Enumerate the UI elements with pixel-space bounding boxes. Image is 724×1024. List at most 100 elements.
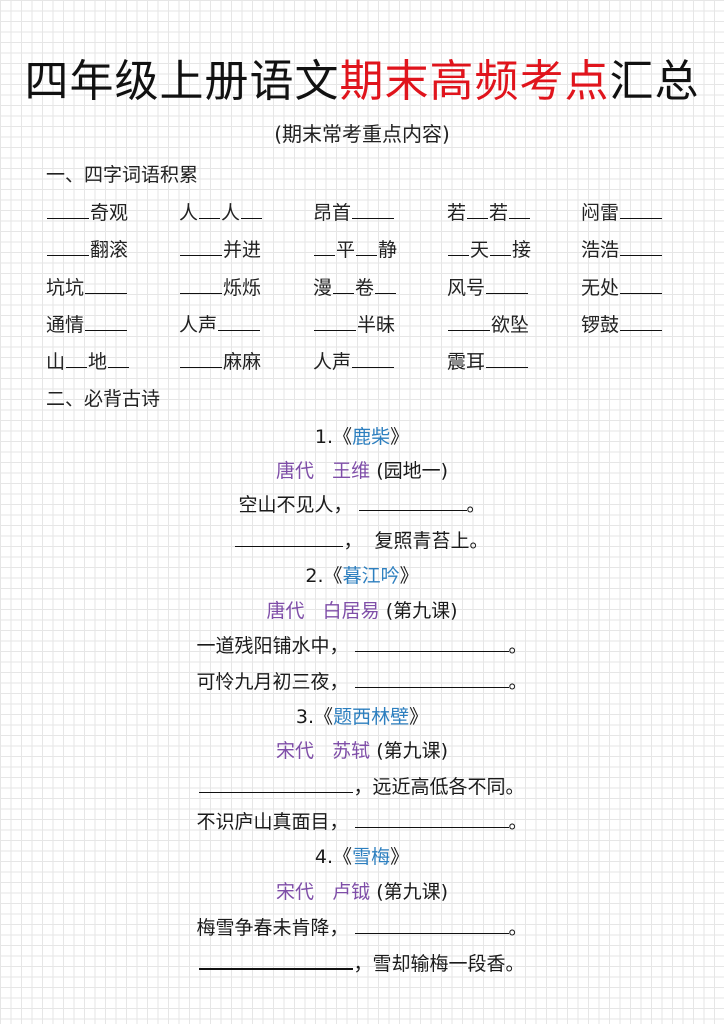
section-heading-poems: 二、必背古诗 <box>46 388 161 410</box>
open-quote: 《 <box>333 426 353 448</box>
title-part-2: 汇总 <box>609 56 700 107</box>
vocab-item[interactable]: 人人 <box>179 200 263 226</box>
poem-fill-blank[interactable] <box>354 915 509 934</box>
poem-number: 1. <box>314 426 334 448</box>
poem-line: ，远近高低各不同。 <box>0 773 724 801</box>
close-quote: 》 <box>390 426 410 448</box>
fill-blank[interactable] <box>620 312 663 331</box>
open-quote: 《 <box>323 565 343 587</box>
vocab-item[interactable]: 风号 <box>447 275 529 301</box>
fill-blank[interactable] <box>352 200 395 219</box>
poem-attribution: 宋代 卢钺 (第九课) <box>0 878 724 906</box>
fill-blank[interactable] <box>85 312 128 331</box>
vocab-item[interactable]: 天接 <box>447 237 531 263</box>
fill-blank[interactable] <box>180 349 222 368</box>
title-highlight: 期末高频考点 <box>339 56 610 107</box>
vocab-item[interactable]: 烁烁 <box>179 275 261 301</box>
vocab-item[interactable]: 奇观 <box>46 200 128 226</box>
close-quote: 》 <box>399 565 419 587</box>
fill-blank[interactable] <box>509 200 531 219</box>
poem-attribution: 唐代 白居易 (第九课) <box>0 597 724 625</box>
fill-blank[interactable] <box>180 275 222 294</box>
vocab-item[interactable]: 通情 <box>46 312 128 338</box>
fill-blank[interactable] <box>108 349 130 368</box>
vocab-item[interactable]: 半昧 <box>313 312 395 338</box>
fill-blank[interactable] <box>333 275 355 294</box>
poem-title-name: 雪梅 <box>352 846 391 868</box>
fill-blank[interactable] <box>448 237 469 256</box>
vocab-item[interactable]: 浩浩 <box>581 237 663 263</box>
fill-blank[interactable] <box>352 349 395 368</box>
poem-line-text: 可怜九月初三夜， <box>196 671 349 693</box>
poem-author: 王维 <box>332 460 371 482</box>
fill-blank[interactable] <box>241 200 263 219</box>
poem-number: 2. <box>305 565 324 587</box>
vocab-item[interactable]: 山地 <box>46 349 130 375</box>
poem-source: (园地一) <box>376 460 449 482</box>
vocab-item[interactable]: 无处 <box>581 275 663 301</box>
fill-blank[interactable] <box>180 237 222 256</box>
open-quote: 《 <box>333 846 353 868</box>
vocab-item[interactable]: 欲坠 <box>447 312 529 338</box>
page-title: 四年级上册语文期末高频考点汇总 <box>0 52 724 112</box>
poem-line-text: 空山不见人， <box>238 494 353 516</box>
poem-fill-blank[interactable] <box>354 633 509 652</box>
poem-fill-blank[interactable] <box>199 774 354 793</box>
vocab-item[interactable]: 若若 <box>447 200 531 226</box>
fill-blank[interactable] <box>314 312 356 331</box>
poem-title: 4.《雪梅》 <box>0 843 724 871</box>
vocab-item[interactable]: 平静 <box>313 237 397 263</box>
poem-fill-blank[interactable] <box>199 950 354 970</box>
fill-blank[interactable] <box>448 312 490 331</box>
poem-line: ， 复照青苔上。 <box>0 527 724 555</box>
fill-blank[interactable] <box>66 349 88 368</box>
vocab-item[interactable]: 麻麻 <box>179 349 261 375</box>
poem-dynasty: 唐代 <box>266 600 305 622</box>
fill-blank[interactable] <box>218 312 261 331</box>
fill-blank[interactable] <box>620 237 663 256</box>
fill-blank[interactable] <box>486 275 529 294</box>
poem-attribution: 唐代 王维 (园地一) <box>0 457 724 485</box>
poem-fill-blank[interactable] <box>358 492 467 511</box>
fill-blank[interactable] <box>486 349 529 368</box>
fill-blank[interactable] <box>199 200 221 219</box>
fill-blank[interactable] <box>85 275 128 294</box>
vocab-item[interactable]: 昂首 <box>313 200 395 226</box>
fill-blank[interactable] <box>620 200 663 219</box>
poem-line-end: 。 <box>466 494 486 516</box>
poem-line-text: 不识庐山真面目， <box>196 811 349 833</box>
section-heading-vocab: 一、四字词语积累 <box>46 164 199 186</box>
poem-fill-blank[interactable] <box>354 669 509 688</box>
vocab-item[interactable]: 闷雷 <box>581 200 663 226</box>
fill-blank[interactable] <box>620 275 663 294</box>
fill-blank[interactable] <box>356 237 378 256</box>
poem-title-name: 暮江吟 <box>342 565 400 587</box>
fill-blank[interactable] <box>47 237 89 256</box>
open-quote: 《 <box>314 706 334 728</box>
poem-line-end: 。 <box>508 917 528 939</box>
vocab-item[interactable]: 坑坑 <box>46 275 128 301</box>
fill-blank[interactable] <box>467 200 489 219</box>
poem-line-end: 。 <box>508 811 528 833</box>
vocab-item[interactable]: 并进 <box>179 237 261 263</box>
vocab-item[interactable]: 漫卷 <box>313 275 397 301</box>
poem-title: 1.《鹿柴》 <box>0 423 724 451</box>
fill-blank[interactable] <box>490 237 512 256</box>
fill-blank[interactable] <box>47 200 89 219</box>
poem-number: 3. <box>295 706 315 728</box>
vocab-item[interactable]: 翻滚 <box>46 237 128 263</box>
poem-line: 梅雪争春未肯降， 。 <box>0 914 724 942</box>
vocab-item[interactable]: 人声 <box>179 312 261 338</box>
vocab-item[interactable]: 人声 <box>313 349 395 375</box>
title-part-1: 四年级上册语文 <box>24 56 340 107</box>
vocab-item[interactable]: 锣鼓 <box>581 312 663 338</box>
vocab-item[interactable]: 震耳 <box>447 349 529 375</box>
poem-fill-blank[interactable] <box>354 809 509 828</box>
poem-line: 空山不见人， 。 <box>0 491 724 519</box>
poem-author: 白居易 <box>322 600 380 622</box>
poem-number: 4. <box>314 846 334 868</box>
fill-blank[interactable] <box>375 275 397 294</box>
fill-blank[interactable] <box>314 237 335 256</box>
poem-author: 苏轼 <box>332 740 371 762</box>
poem-fill-blank[interactable] <box>235 528 344 547</box>
